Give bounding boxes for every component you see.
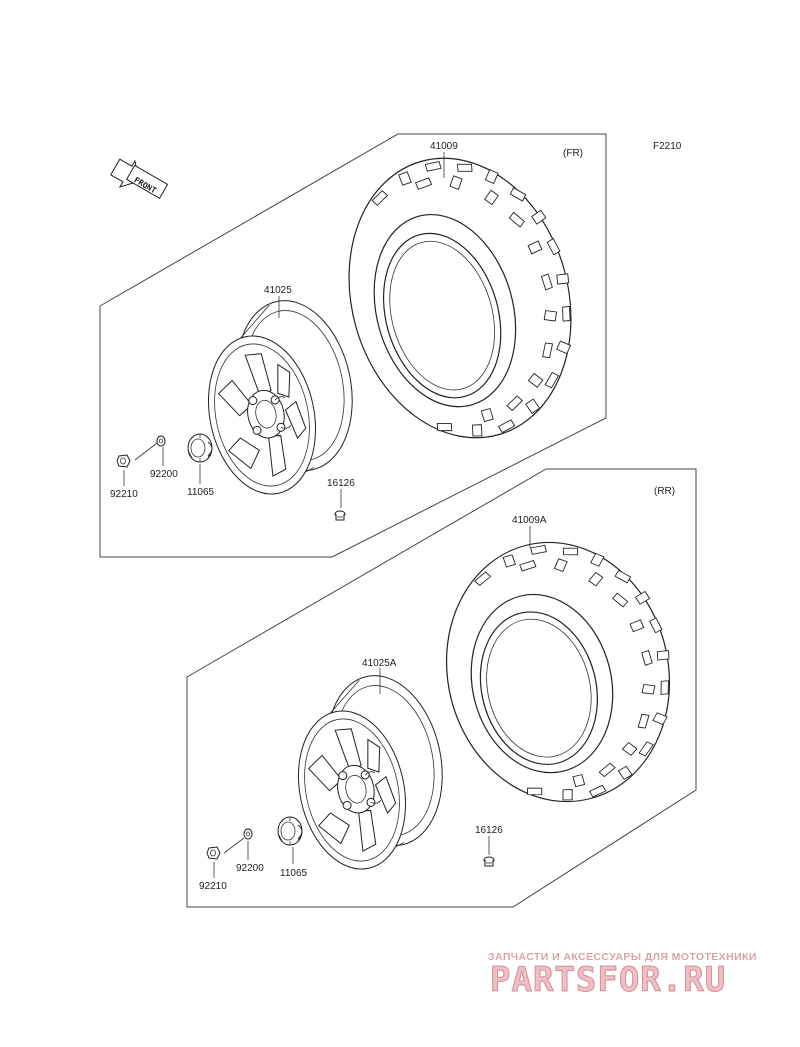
- front-wheel: [188, 289, 372, 505]
- watermark-tagline: ЗАПЧАСТИ И АКСЕССУАРЫ ДЛЯ МОТОТЕХНИКИ: [488, 951, 757, 963]
- rear-label-cap-nut: 92210: [199, 881, 227, 892]
- front-label-valve: 16126: [327, 478, 355, 489]
- rear-valve: [483, 856, 495, 867]
- section-rear-tag: (RR): [654, 486, 675, 497]
- rear-lug-nut: [277, 816, 303, 846]
- rear-label-tire: 41009A: [512, 515, 547, 526]
- front-valve: [334, 510, 346, 521]
- front-tire: [316, 131, 604, 465]
- watermark-logo: PARTSFOR.RU: [489, 960, 727, 1001]
- rear-label-nut: 11065: [280, 868, 308, 879]
- section-front-tag: (FR): [563, 148, 583, 159]
- section-rear-frame: [186, 468, 697, 908]
- section-rear: (RR): [186, 468, 698, 908]
- figure-code: F2210: [653, 141, 682, 152]
- front-label-nut: 11065: [187, 487, 215, 498]
- front-cap-nut: [116, 454, 131, 468]
- front-washer: [156, 435, 166, 447]
- rear-label-valve: 16126: [475, 825, 503, 836]
- front-lug-nut: [187, 433, 213, 463]
- rear-cap-nut: [206, 846, 221, 860]
- front-label-tire: 41009: [430, 141, 458, 152]
- front-label-wheel: 41025: [264, 285, 292, 296]
- rear-washer: [243, 828, 253, 840]
- rear-label-wheel: 41025A: [362, 658, 397, 669]
- section-front: (FR): [99, 131, 607, 558]
- front-arrow-icon: FRONT: [110, 158, 169, 200]
- rear-label-washer: 92200: [236, 863, 264, 874]
- front-label-washer: 92200: [150, 469, 178, 480]
- rear-wheel: [278, 664, 462, 880]
- rear-tire: [418, 517, 698, 827]
- section-front-frame: [99, 133, 607, 558]
- front-label-cap-nut: 92210: [110, 489, 138, 500]
